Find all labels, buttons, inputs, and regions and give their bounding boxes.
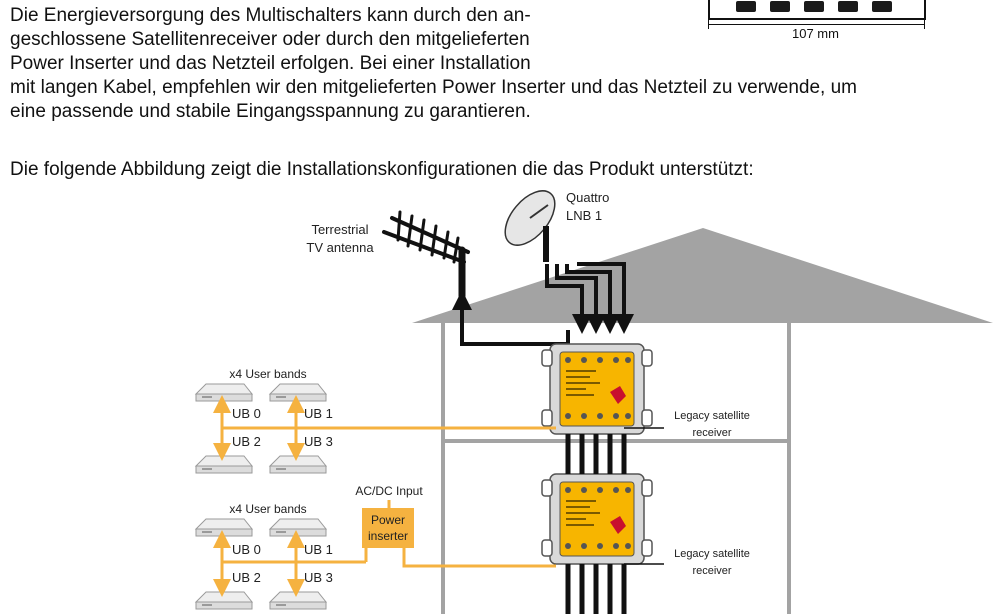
user-bands-title: x4 User bands xyxy=(229,502,306,516)
ub-label: UB 2 xyxy=(232,434,261,449)
receiver-icon xyxy=(195,591,253,610)
antenna-label: Terrestrial xyxy=(311,222,368,237)
terrestrial-antenna-icon xyxy=(382,210,470,300)
user-band-cables-lower xyxy=(213,530,556,597)
output-cables xyxy=(565,564,627,614)
satellite-dish-icon xyxy=(504,190,556,262)
port-slot xyxy=(736,1,756,12)
power-inserter-label: inserter xyxy=(368,529,408,543)
legacy-receiver-label: Legacy satellite xyxy=(674,548,750,560)
paragraph-line: Die Energieversorgung des Multischalters… xyxy=(10,5,531,26)
paragraph-line: eine passende und stabile Eingangsspannu… xyxy=(10,101,531,122)
receiver-icon xyxy=(195,455,253,474)
port-slot xyxy=(872,1,892,12)
lnb-label: Quattro xyxy=(566,190,609,205)
ac-dc-input-label: AC/DC Input xyxy=(355,484,423,498)
legacy-receiver-label: receiver xyxy=(692,427,731,439)
ub-label: UB 1 xyxy=(304,542,333,557)
dimension-label: 107 mm xyxy=(792,26,839,41)
multiswitch-upper-icon xyxy=(541,343,653,435)
paragraph-intro-figure: Die folgende Abbildung zeigt die Install… xyxy=(10,159,754,180)
multiswitch-lower-icon xyxy=(541,473,653,565)
port-slot xyxy=(770,1,790,12)
ub-label: UB 1 xyxy=(304,406,333,421)
lnb-label: LNB 1 xyxy=(566,208,602,223)
user-bands-title: x4 User bands xyxy=(229,367,306,381)
receiver-icon xyxy=(269,518,327,537)
receiver-icon xyxy=(269,455,327,474)
device-dimension-outline xyxy=(708,0,926,20)
house-roof xyxy=(412,228,993,323)
paragraph-line: geschlossene Satellitenreceiver oder dur… xyxy=(10,29,530,50)
antenna-label: TV antenna xyxy=(306,240,374,255)
terrestrial-cable xyxy=(452,290,570,346)
paragraph-line: mit langen Kabel, empfehlen wir den mitg… xyxy=(10,77,857,98)
dimension-tick-right xyxy=(924,19,925,29)
power-inserter-label: Power xyxy=(371,513,405,527)
receiver-icon xyxy=(269,591,327,610)
paragraph-line: Power Inserter und das Netzteil erfolgen… xyxy=(10,53,531,74)
legacy-receiver-label: Legacy satellite xyxy=(674,410,750,422)
power-inserter-box xyxy=(362,508,414,548)
user-band-cables-upper xyxy=(213,395,556,461)
ub-label: UB 3 xyxy=(304,434,333,449)
receiver-icon xyxy=(195,383,253,402)
port-slot xyxy=(804,1,824,12)
interconnect-cables xyxy=(565,434,627,474)
legacy-receiver-label: receiver xyxy=(692,565,731,577)
dimension-line xyxy=(708,24,924,25)
port-slot xyxy=(838,1,858,12)
ub-label: UB 3 xyxy=(304,570,333,585)
ub-label: UB 0 xyxy=(232,542,261,557)
ub-label: UB 2 xyxy=(232,570,261,585)
receiver-icon xyxy=(195,518,253,537)
lnb-cables xyxy=(545,262,634,334)
receiver-icon xyxy=(269,383,327,402)
dimension-tick-left xyxy=(708,19,709,29)
ub-label: UB 0 xyxy=(232,406,261,421)
